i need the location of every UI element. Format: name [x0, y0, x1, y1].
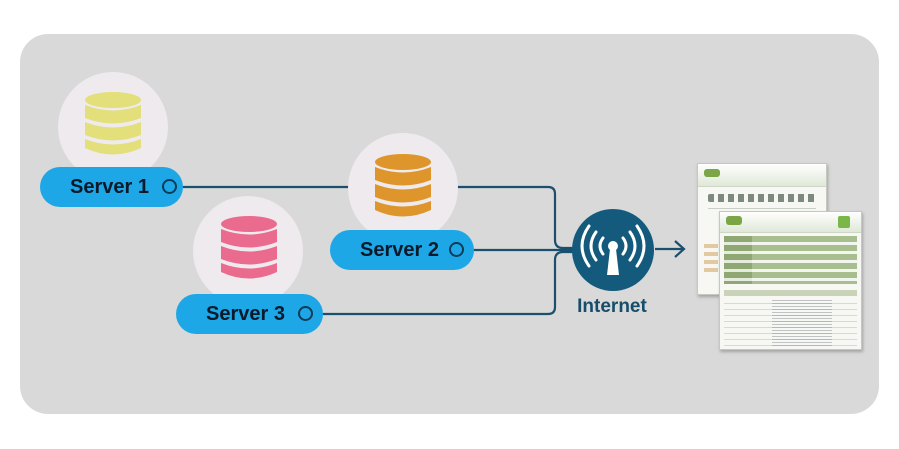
server-2-label: Server 2 [360, 239, 439, 261]
server-2-node[interactable]: Server 2 [330, 230, 474, 270]
server-2-port [449, 242, 464, 257]
internet-label: Internet [577, 296, 647, 317]
database-icon [221, 216, 277, 279]
server-1-label: Server 1 [70, 176, 149, 198]
database-icon [85, 92, 141, 155]
web-page-screenshot-icon[interactable] [719, 211, 862, 350]
server-3-port [298, 306, 313, 321]
wire-server-3 [313, 250, 575, 316]
server-1-backdrop [58, 72, 168, 182]
server-3-node[interactable]: Server 3 [176, 294, 323, 334]
wireless-tower-icon[interactable] [572, 209, 654, 291]
database-icon [375, 154, 431, 217]
wire-server-1 [176, 185, 575, 250]
arrow-right-icon [655, 240, 686, 258]
server-3-label: Server 3 [206, 303, 285, 325]
server-2-backdrop [348, 133, 458, 243]
server-1-port [162, 179, 177, 194]
server-3-backdrop [193, 196, 303, 306]
server-1-node[interactable]: Server 1 [40, 167, 183, 207]
